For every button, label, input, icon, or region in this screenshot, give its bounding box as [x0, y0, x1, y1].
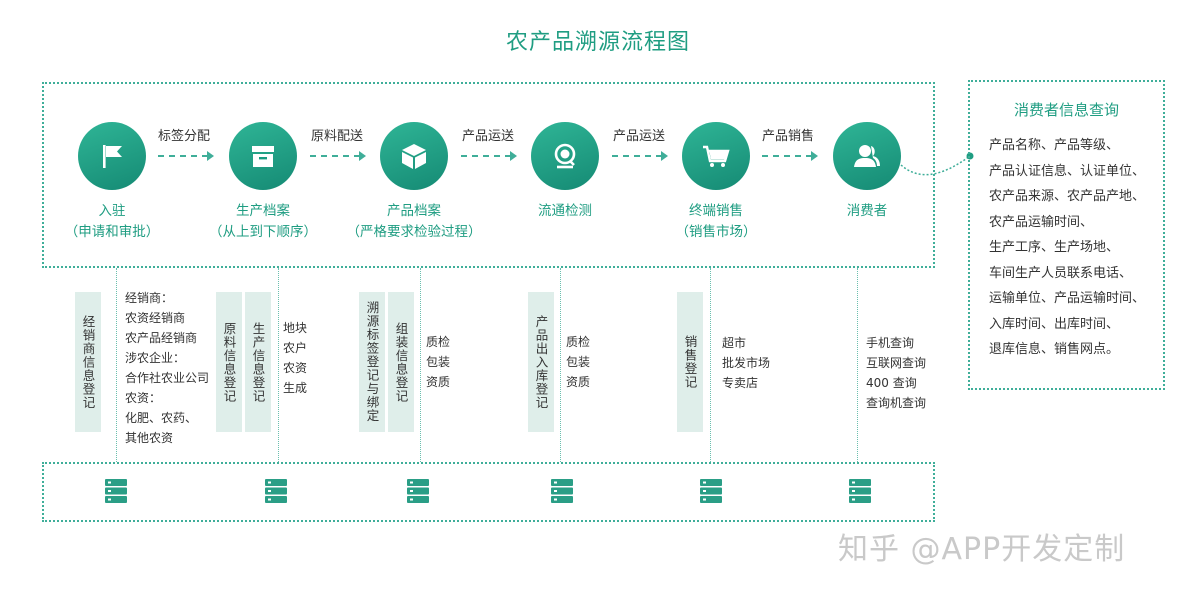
arrow-label-tag-allocation: 标签分配 [157, 129, 210, 144]
list-item: 互联网查询 [866, 356, 927, 370]
list-item: 农户 [283, 341, 308, 355]
list-item: 退库信息、销售网点。 [989, 342, 1120, 357]
list-item: 生成 [283, 381, 308, 395]
arrow-label-product-shipping-2: 产品运送 [612, 129, 665, 144]
tag-sales-registration: 销售登记 [677, 292, 703, 432]
database-icon [700, 479, 722, 503]
watermark: 知乎 @APP开发定制 [838, 532, 1126, 567]
arrow-right [762, 151, 818, 161]
consumer-query-box [968, 80, 1165, 390]
tag-warehouse-registration: 产品出入库登记 [528, 292, 554, 432]
tag-trace-label-binding: 溯源标签登记与绑定 [359, 292, 385, 432]
list-item: 批发市场 [722, 356, 771, 370]
list-item: 地块 [283, 321, 308, 335]
list-item: 其他农资 [125, 431, 174, 445]
divider-line [116, 268, 117, 462]
list-item: 农资 [283, 361, 308, 375]
user-icon [833, 122, 901, 190]
arrow-label-product-sales: 产品销售 [761, 129, 814, 144]
list-item: 农产品运输时间、 [989, 214, 1094, 230]
node-label-circulation-inspection: 流通检测 [538, 203, 592, 219]
list-item: 农资： [125, 391, 162, 405]
list-item: 运输单位、产品运输时间、 [989, 291, 1146, 306]
list-item: 农资经销商 [125, 311, 186, 325]
database-icon [265, 479, 287, 503]
list-item: 资质 [426, 375, 451, 389]
list-item: 专卖店 [722, 376, 759, 390]
list-item: 手机查询 [866, 336, 915, 350]
list-item: 产品名称、产品等级、 [989, 138, 1120, 153]
package-box-icon [380, 122, 448, 190]
list-item: 超市 [722, 336, 747, 350]
divider-line [710, 268, 711, 462]
database-icon [849, 479, 871, 503]
list-item: 资质 [566, 375, 591, 389]
tag-dealer-registration: 经销商信息登记 [75, 292, 101, 432]
query-methods-list: 手机查询 互联网查询 400 查询 查询机查询 [866, 333, 926, 413]
arrow-right [310, 151, 366, 161]
consumer-query-list: 产品名称、产品等级、 产品认证信息、认证单位、 农产品来源、农产品产地、 农产品… [989, 133, 1145, 363]
list-item: 农产品来源、农产品产地、 [989, 189, 1146, 204]
flag-icon [78, 122, 146, 190]
database-icon [551, 479, 573, 503]
quality-list-1: 质检 包装 资质 [426, 332, 450, 392]
list-item: 生产工序、生产场地、 [989, 240, 1120, 255]
dealer-list: 经销商： 农资经销商 农产品经销商 涉农企业： 合作社农业公司 农资： 化肥、农… [125, 288, 209, 448]
shopping-cart-icon [682, 122, 750, 190]
list-item: 查询机查询 [866, 396, 927, 410]
list-item: 化肥、农药、 [125, 411, 198, 425]
list-item: 车间生产人员联系电话、 [989, 265, 1133, 281]
list-item: 农产品经销商 [125, 331, 198, 345]
node-label-enter: 入驻（申请和审批） [64, 203, 160, 240]
tag-production-registration: 生产信息登记 [245, 292, 271, 432]
arrow-right [612, 151, 668, 161]
markets-list: 超市 批发市场 专卖店 [722, 333, 770, 393]
divider-line [278, 268, 279, 462]
magnifier-icon [531, 122, 599, 190]
divider-line [560, 268, 561, 462]
production-list: 地块 农户 农资 生成 [283, 318, 307, 398]
node-label-consumer: 消费者 [846, 203, 888, 219]
diagram-title: 农产品溯源流程图 [505, 30, 690, 55]
list-item: 经销商： [125, 291, 174, 305]
list-item: 产品认证信息、认证单位、 [989, 163, 1146, 179]
flow-container [42, 82, 935, 268]
node-label-production-archive: 生产档案（从上到下顺序） [209, 203, 317, 240]
divider-line [857, 268, 858, 462]
list-item: 包装 [566, 355, 591, 369]
list-item: 质检 [566, 335, 591, 349]
list-item: 合作社农业公司 [125, 371, 210, 385]
database-container [42, 462, 935, 522]
arrow-right [158, 151, 214, 161]
arrow-label-product-shipping: 产品运送 [461, 129, 514, 144]
database-icon [105, 479, 127, 503]
divider-line [420, 268, 421, 462]
node-label-terminal-sales: 终端销售（销售市场） [675, 203, 757, 240]
list-item: 包装 [426, 355, 451, 369]
archive-box-icon [229, 122, 297, 190]
arrow-label-material-delivery: 原料配送 [310, 129, 363, 144]
tag-assembly-registration: 组装信息登记 [388, 292, 414, 432]
quality-list-2: 质检 包装 资质 [566, 332, 590, 392]
consumer-query-title: 消费者信息查询 [1013, 101, 1119, 119]
list-item: 入库时间、出库时间、 [989, 316, 1120, 332]
connector-line [900, 152, 974, 176]
list-item: 质检 [426, 335, 451, 349]
arrow-right [461, 151, 517, 161]
node-label-product-archive: 产品档案（严格要求检验过程） [346, 203, 482, 240]
list-item: 涉农企业： [125, 351, 186, 365]
tag-material-registration: 原料信息登记 [216, 292, 242, 432]
database-icon [407, 479, 429, 503]
list-item: 400 查询 [866, 376, 917, 390]
